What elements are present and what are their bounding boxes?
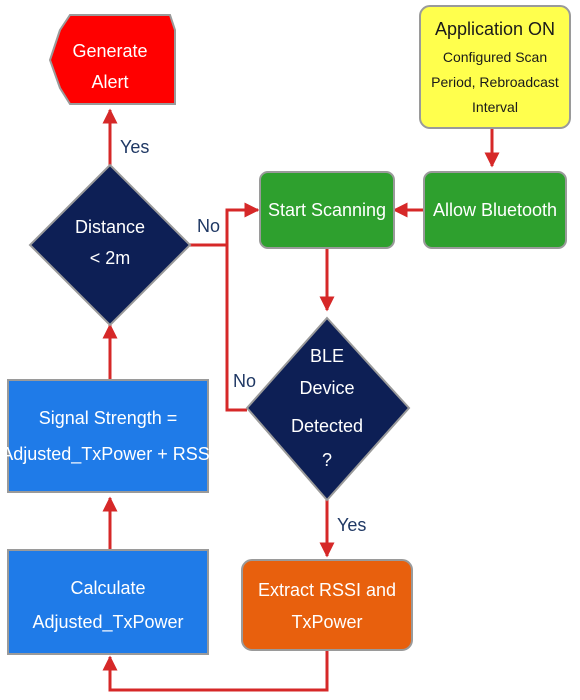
ble-detected-line-3: Detected	[291, 416, 363, 436]
generate-alert-line-2: Alert	[91, 72, 128, 92]
allow-bluetooth-label: Allow Bluetooth	[433, 200, 557, 220]
application-on-line-3: Period, Rebroadcast	[431, 74, 559, 90]
extract-rssi-line-1: Extract RSSI and	[258, 580, 396, 600]
ble-yes-label: Yes	[337, 515, 366, 535]
signal-strength-line-2: Adjusted_TxPower + RSSI	[1, 444, 215, 465]
distance-check-line-1: Distance	[75, 217, 145, 237]
calculate-adjusted-line-1: Calculate	[70, 578, 145, 598]
signal-strength-node: Signal Strength = Adjusted_TxPower + RSS…	[1, 379, 215, 493]
ble-detected-node: BLE Device Detected ?	[245, 316, 411, 502]
ble-detected-line-4: ?	[322, 450, 332, 470]
distance-no-label: No	[197, 216, 220, 236]
arrow-ble-no-to-start-scanning	[225, 245, 247, 412]
distance-check-node: Distance < 2m	[28, 163, 192, 327]
application-on-node: Application ON Configured Scan Period, R…	[419, 5, 571, 129]
arrow-distance-no-to-start-scanning	[190, 202, 260, 247]
generate-alert-node: Generate Alert	[48, 14, 176, 105]
calculate-adjusted-node: Calculate Adjusted_TxPower	[7, 549, 209, 655]
application-on-title: Application ON	[435, 19, 555, 39]
ble-detected-line-2: Device	[299, 378, 354, 398]
calculate-adjusted-line-2: Adjusted_TxPower	[32, 612, 183, 633]
arrow-extract-to-calculate	[102, 650, 329, 692]
start-scanning-node: Start Scanning	[259, 171, 395, 249]
extract-rssi-line-2: TxPower	[291, 612, 362, 632]
application-on-line-2: Configured Scan	[443, 49, 547, 65]
generate-alert-line-1: Generate	[72, 41, 147, 61]
start-scanning-label: Start Scanning	[268, 200, 386, 220]
connectors	[102, 108, 500, 692]
extract-rssi-node: Extract RSSI and TxPower	[241, 559, 413, 651]
ble-detected-line-1: BLE	[310, 346, 344, 366]
signal-strength-line-1: Signal Strength =	[39, 408, 178, 428]
application-on-line-4: Interval	[472, 99, 518, 115]
allow-bluetooth-node: Allow Bluetooth	[423, 171, 567, 249]
ble-no-label: No	[233, 371, 256, 391]
distance-yes-label: Yes	[120, 137, 149, 157]
distance-check-line-2: < 2m	[90, 248, 131, 268]
